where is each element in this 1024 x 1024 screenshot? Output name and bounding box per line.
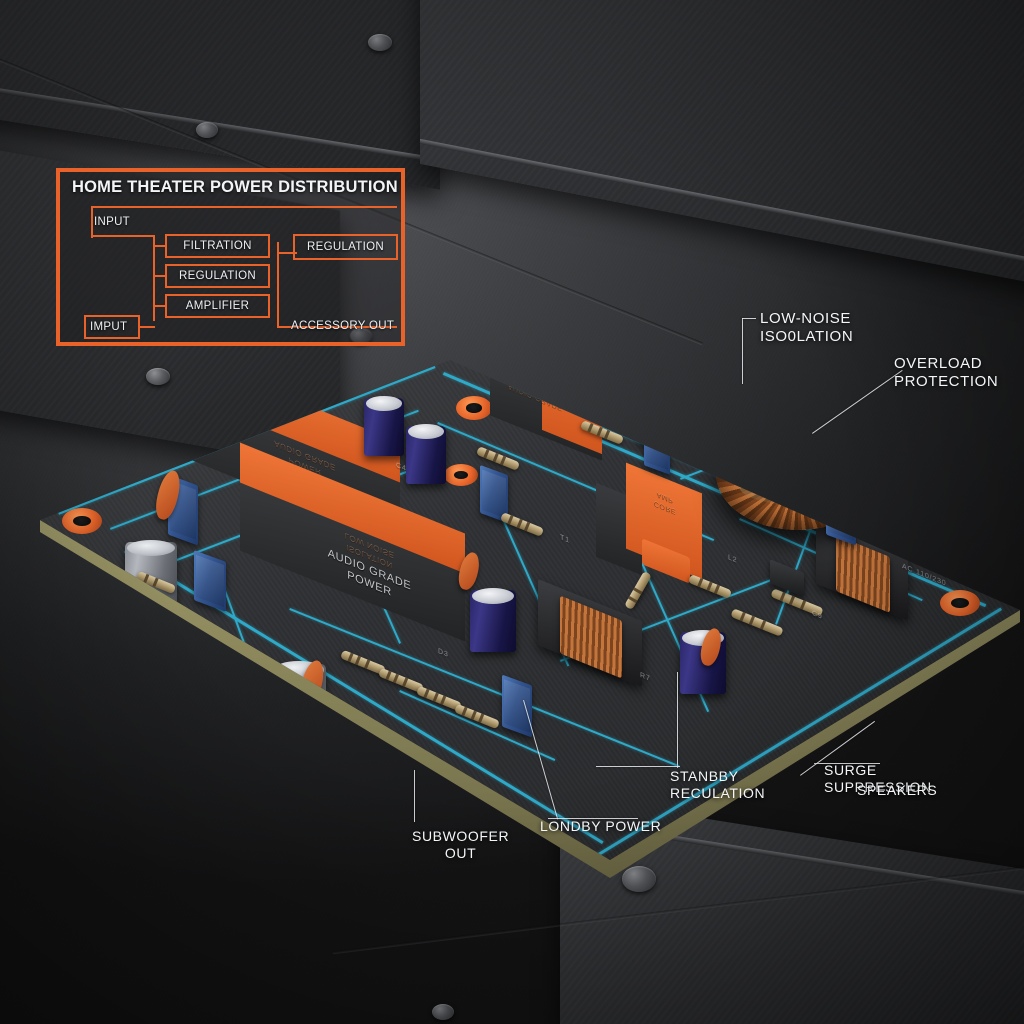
toroid-core-band bbox=[738, 467, 858, 506]
overlay-spine-left bbox=[91, 206, 93, 238]
box-capacitor-4-face bbox=[503, 679, 531, 733]
overlay-node-regulation-mid-label: REGULATION bbox=[179, 270, 256, 282]
choke-top-right bbox=[626, 360, 736, 438]
overlay-diagram-panel: HOME THEATER POWER DISTRIBUTION INPUT FI… bbox=[56, 168, 405, 346]
overlay-node-filtration-label: FILTRATION bbox=[183, 240, 252, 252]
mounting-hole-top bbox=[466, 403, 482, 413]
capacitor-blue-5 bbox=[638, 387, 674, 442]
overlay-right-branch-stub bbox=[277, 252, 297, 254]
transformer-amp-core: AMP CORE bbox=[596, 462, 716, 586]
overlay-node-regulation-right-label: REGULATION bbox=[307, 241, 384, 253]
overlay-node-accessory-out: ACCESSORY OUT bbox=[291, 320, 395, 332]
mounting-pad-upper-right bbox=[674, 406, 706, 428]
mounting-pad-bottom-left bbox=[258, 804, 298, 830]
resistor-1 bbox=[155, 629, 203, 656]
choke-top-right-core bbox=[626, 360, 722, 430]
mounting-pad-top bbox=[456, 396, 492, 420]
box-capacitor-3-face bbox=[481, 469, 507, 519]
mounting-hole-upper-right bbox=[682, 412, 698, 422]
box-capacitor-5-face bbox=[645, 425, 669, 471]
leader-londby-power-horizontal bbox=[548, 818, 638, 820]
leader-standby-regulation bbox=[676, 672, 678, 768]
callout-subwoofer-out: SUBWOOFER OUT bbox=[412, 828, 510, 861]
disc-capacitor-right bbox=[853, 505, 889, 537]
overlay-bus-vertical bbox=[153, 235, 155, 321]
capacitor-blue-2-top bbox=[407, 423, 445, 439]
overlay-node-amplifier: AMPLIFIER bbox=[165, 294, 270, 318]
capacitor-blue-1-top bbox=[365, 395, 403, 411]
overlay-connector-regulation bbox=[153, 275, 167, 277]
choke-right-winding bbox=[836, 535, 890, 613]
transformer-low-noise-isolation: LOW NOISE ISOLATION AUDIO GRADE POWER bbox=[240, 442, 490, 642]
disc-capacitor-left bbox=[54, 454, 104, 496]
box-capacitor-4 bbox=[502, 674, 532, 738]
overlay-title: HOME THEATER POWER DISTRIBUTION bbox=[72, 178, 398, 196]
overlay-node-regulation-mid: REGULATION bbox=[165, 264, 270, 288]
choke-center-winding bbox=[560, 595, 622, 679]
ic-regulator-1-pin-1 bbox=[711, 390, 717, 395]
capacitor-blue-5-top bbox=[639, 387, 673, 402]
overlay-node-input-top: INPUT bbox=[94, 216, 130, 228]
capacitor-blue-2 bbox=[406, 423, 446, 484]
mounting-pad-center bbox=[444, 464, 478, 486]
callout-londby-power: LONDBY POWER bbox=[540, 818, 662, 834]
overlay-node-input-bottom: IMPUT bbox=[84, 315, 140, 339]
overlay-connector-input-bottom bbox=[140, 326, 155, 328]
mounting-pad-right bbox=[940, 590, 980, 616]
box-capacitor-6-face bbox=[827, 494, 855, 542]
capacitor-blue-3 bbox=[470, 587, 516, 652]
leader-standby-regulation-horizontal bbox=[596, 766, 680, 768]
silkscreen-mark-8: F1 bbox=[298, 702, 308, 713]
toroid-center-hole bbox=[765, 444, 831, 483]
mounting-hole-right bbox=[951, 597, 969, 609]
capacitor-silver-1-top bbox=[127, 539, 175, 556]
callout-low-noise-isolation: LOW-NOISE ISO0LATION bbox=[760, 310, 854, 345]
overlay-connector-amplifier bbox=[153, 305, 167, 307]
box-capacitor-2-face bbox=[195, 554, 225, 608]
connector-right-jack bbox=[912, 509, 938, 545]
mounting-pad-left bbox=[62, 508, 102, 534]
connector-subwoofer-jack-1 bbox=[322, 741, 350, 779]
callout-overload-protection: OVERLOAD PROTECTION bbox=[894, 355, 999, 390]
overlay-right-branch-vertical bbox=[277, 242, 279, 328]
leader-low-noise-isolation bbox=[742, 318, 744, 384]
connector-subwoofer-jack-2 bbox=[362, 769, 390, 807]
mounting-hole-left bbox=[73, 515, 91, 527]
connector-ac-in-jack bbox=[192, 690, 218, 725]
overlay-input-underline bbox=[91, 235, 153, 237]
mounting-hole-center bbox=[453, 470, 469, 480]
overlay-node-filtration: FILTRATION bbox=[165, 234, 270, 258]
overlay-node-amplifier-label: AMPLIFIER bbox=[185, 300, 250, 312]
silkscreen-ac-in: AC IN bbox=[239, 773, 273, 798]
overlay-node-input-bottom-label: IMPUT bbox=[90, 321, 128, 333]
box-capacitor-5 bbox=[644, 421, 670, 475]
mounting-hole-bottom-left bbox=[269, 811, 287, 823]
overlay-connector-filtration bbox=[153, 245, 167, 247]
transformer-top-middle: AUDIO GRADE bbox=[490, 360, 620, 461]
overlay-node-regulation-right: REGULATION bbox=[293, 234, 398, 260]
overlay-rule-top bbox=[91, 206, 397, 208]
ic-regulator-1 bbox=[711, 384, 754, 426]
leader-subwoofer-out bbox=[414, 770, 416, 822]
leader-low-noise-isolation-tick bbox=[742, 318, 756, 320]
resistor-2 bbox=[187, 651, 235, 678]
choke-right-lower bbox=[816, 521, 926, 632]
callout-standby-regulation: STANBBY RECULATION bbox=[670, 768, 766, 801]
connector-right-block bbox=[900, 495, 954, 565]
capacitor-blue-1 bbox=[364, 395, 404, 456]
connector-ac-in-block bbox=[180, 675, 242, 745]
callout-surge-suppression: SURGE SUPPRESSION bbox=[824, 762, 932, 795]
callout-speakers: SPEAKERS bbox=[857, 782, 938, 798]
choke-top-right-winding bbox=[648, 360, 704, 422]
overlay-right-branch-horizontal bbox=[277, 326, 397, 328]
capacitor-blue-3-top bbox=[471, 587, 515, 604]
ic-regulator-1-pin-2 bbox=[711, 398, 717, 403]
toroidal-inductor bbox=[716, 418, 880, 530]
